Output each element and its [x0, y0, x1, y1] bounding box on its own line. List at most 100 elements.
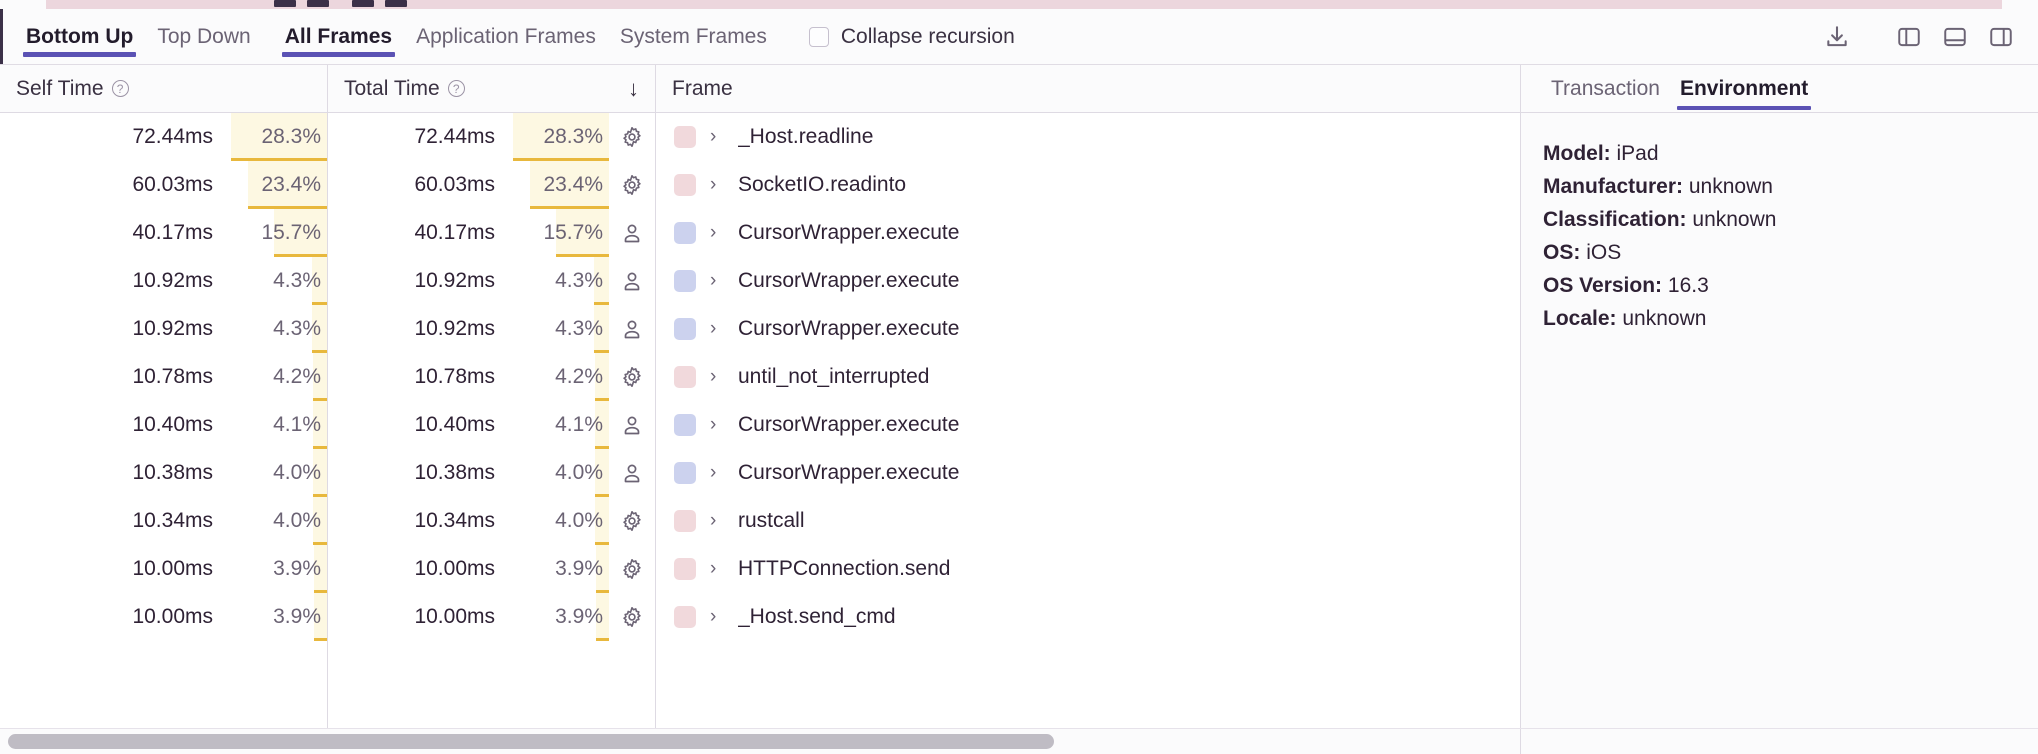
self-time-value: 10.78ms — [132, 365, 213, 388]
system-frame-gear-icon[interactable] — [609, 353, 655, 401]
tab-transaction-label: Transaction — [1551, 76, 1660, 100]
chevron-right-icon[interactable]: › — [710, 366, 717, 387]
system-frame-gear-icon[interactable] — [609, 593, 655, 641]
total-time-bar-cell: 4.1% — [513, 401, 609, 449]
total-time-bar-cell: 23.4% — [513, 161, 609, 209]
total-time-value: 10.92ms — [414, 269, 495, 292]
cell-self-time: 10.92ms 4.3% — [0, 257, 328, 305]
flamegraph-block — [274, 0, 296, 7]
total-time-percent: 4.2% — [555, 365, 603, 388]
application-frame-person-icon[interactable] — [609, 257, 655, 305]
system-frame-gear-icon[interactable] — [609, 545, 655, 593]
chevron-right-icon[interactable]: › — [710, 510, 717, 531]
column-header-frame[interactable]: Frame — [656, 65, 1520, 112]
chevron-right-icon[interactable]: › — [710, 270, 717, 291]
self-time-value: 10.92ms — [132, 269, 213, 292]
self-time-bar-fill — [312, 305, 327, 353]
total-time-bar-cell: 4.2% — [513, 353, 609, 401]
tab-environment[interactable]: Environment — [1670, 65, 1818, 113]
environment-key: OS: — [1543, 241, 1581, 264]
environment-row: Locale: unknown — [1543, 302, 2016, 335]
chevron-right-icon[interactable]: › — [710, 462, 717, 483]
sort-descending-icon[interactable]: ↓ — [628, 75, 639, 101]
horizontal-scrollbar-track[interactable] — [0, 729, 1521, 754]
collapse-recursion-checkbox[interactable] — [808, 26, 829, 47]
application-frame-person-icon[interactable] — [609, 209, 655, 257]
horizontal-scrollbar-thumb[interactable] — [8, 734, 1054, 749]
column-header-frame-label: Frame — [672, 76, 733, 100]
system-frame-gear-icon[interactable] — [609, 113, 655, 161]
help-icon[interactable]: ? — [447, 80, 465, 97]
frame-color-swatch — [674, 174, 696, 196]
panel-body: Self Time ? Total Time ? ↓ Frame 72.44ms… — [0, 65, 2038, 728]
total-time-bar-cell: 4.3% — [513, 305, 609, 353]
tab-application-frames[interactable]: Application Frames — [404, 9, 608, 65]
download-icon[interactable] — [1814, 14, 1860, 60]
total-time-bar-fill — [595, 353, 609, 401]
total-time-value: 40.17ms — [414, 221, 495, 244]
column-header-total-time[interactable]: Total Time ? ↓ — [328, 65, 656, 112]
self-time-bar-cell: 4.3% — [231, 257, 327, 305]
total-time-percent: 3.9% — [555, 557, 603, 580]
total-time-bar-cell: 28.3% — [513, 113, 609, 161]
panel-left-icon[interactable] — [1886, 14, 1932, 60]
system-frame-gear-icon[interactable] — [609, 161, 655, 209]
collapse-recursion-toggle[interactable]: Collapse recursion — [808, 25, 1015, 49]
cell-frame: ›SocketIO.readinto — [656, 161, 1520, 209]
self-time-percent: 23.4% — [261, 173, 321, 196]
panel-bottom-icon[interactable] — [1932, 14, 1978, 60]
frame-name: _Host.send_cmd — [738, 605, 896, 628]
self-time-bar-fill — [314, 545, 327, 593]
total-time-bar-cell: 4.0% — [513, 449, 609, 497]
column-header-total-time-label: Total Time — [344, 76, 440, 100]
chevron-right-icon[interactable]: › — [710, 606, 717, 627]
tab-all-frames[interactable]: All Frames — [273, 9, 404, 65]
system-frame-gear-icon[interactable] — [609, 497, 655, 545]
frame-color-swatch — [674, 510, 696, 532]
tab-transaction[interactable]: Transaction — [1541, 65, 1670, 113]
tab-all-frames-label: All Frames — [284, 24, 393, 48]
total-time-bar-cell: 4.3% — [513, 257, 609, 305]
cell-frame: ›CursorWrapper.execute — [656, 449, 1520, 497]
application-frame-person-icon[interactable] — [609, 449, 655, 497]
total-time-bar-fill — [556, 209, 609, 257]
self-time-percent: 4.2% — [273, 365, 321, 388]
chevron-right-icon[interactable]: › — [710, 126, 717, 147]
column-header-self-time[interactable]: Self Time ? — [0, 65, 328, 112]
tab-top-down[interactable]: Top Down — [145, 9, 262, 65]
application-frame-person-icon[interactable] — [609, 305, 655, 353]
chevron-right-icon[interactable]: › — [710, 558, 717, 579]
flamegraph-strip[interactable] — [0, 0, 2038, 9]
tab-bottom-up[interactable]: Bottom Up — [14, 9, 145, 65]
chevron-right-icon[interactable]: › — [710, 414, 717, 435]
self-time-percent: 4.3% — [273, 269, 321, 292]
application-frame-person-icon[interactable] — [609, 401, 655, 449]
chevron-right-icon[interactable]: › — [710, 174, 717, 195]
chevron-right-icon[interactable]: › — [710, 318, 717, 339]
table-header-row: Self Time ? Total Time ? ↓ Frame — [0, 65, 1520, 113]
self-time-bar-cell: 23.4% — [231, 161, 327, 209]
help-icon[interactable]: ? — [111, 80, 129, 97]
frame-color-swatch — [674, 606, 696, 628]
total-time-value: 10.34ms — [414, 509, 495, 532]
panel-right-icon[interactable] — [1978, 14, 2024, 60]
tab-system-frames[interactable]: System Frames — [608, 9, 779, 65]
chevron-right-icon[interactable]: › — [710, 222, 717, 243]
